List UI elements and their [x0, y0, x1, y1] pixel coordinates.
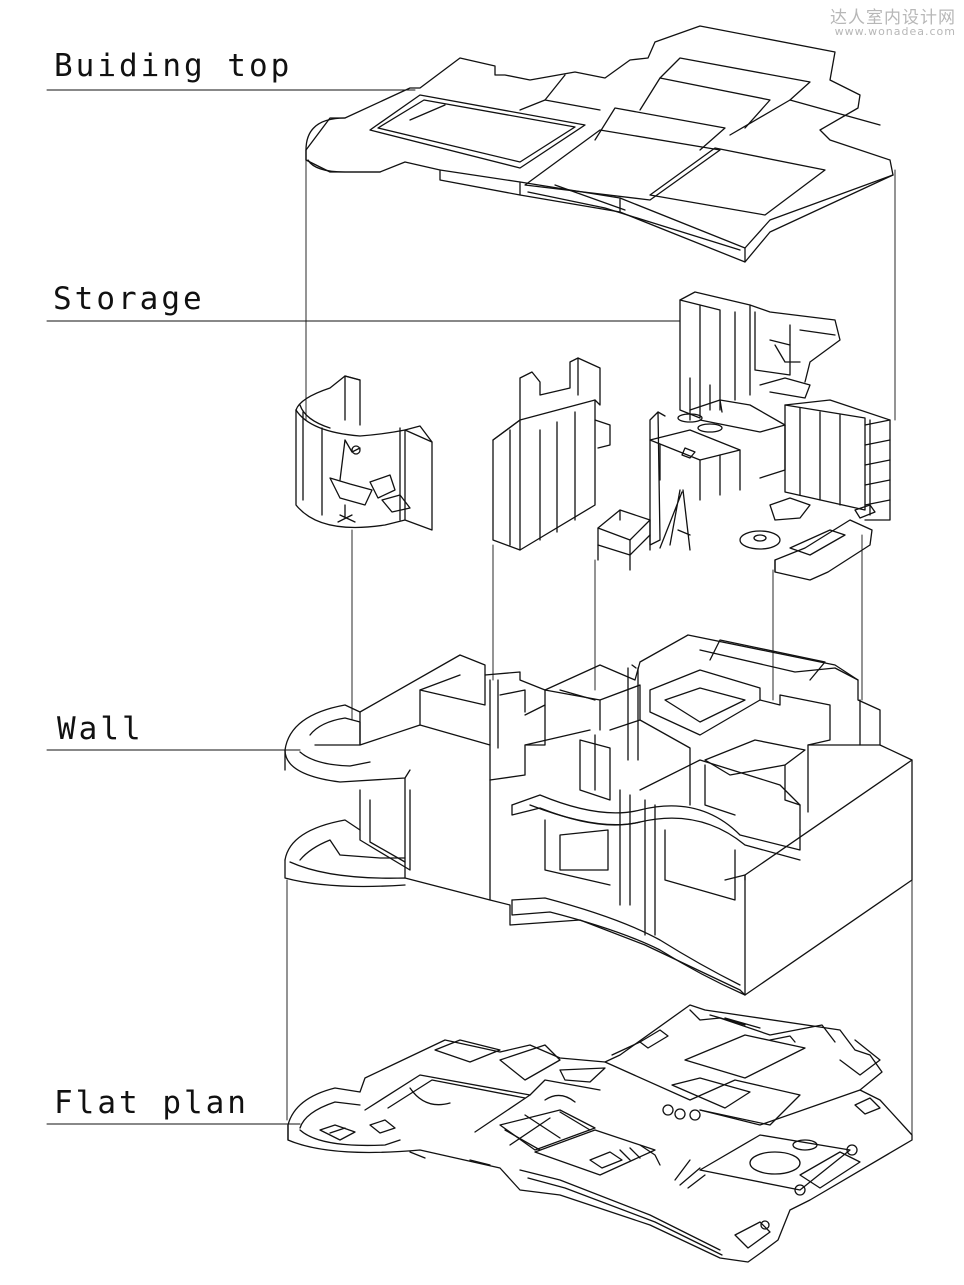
building-top-layer [306, 26, 893, 262]
curved-glass-room [296, 376, 432, 530]
kitchen-cabinets [678, 292, 840, 478]
wardrobe-block [493, 358, 610, 550]
label-storage: Storage [53, 281, 205, 317]
wall-layer [285, 635, 912, 995]
label-building-top: Buiding top [54, 48, 293, 84]
side-table-easel [598, 490, 690, 570]
storage-layer [296, 292, 890, 580]
projection-lines [287, 150, 912, 1140]
label-leader-lines [47, 90, 680, 1124]
dining-table [650, 412, 740, 545]
living-room-furniture [740, 400, 890, 580]
label-wall: Wall [57, 711, 144, 747]
label-flat-plan: Flat plan [54, 1085, 249, 1121]
watermark-url: www.wonadea.com [834, 25, 956, 38]
flat-plan-layer [288, 1005, 912, 1262]
watermark-site-name: 达人室内设计网 [830, 8, 956, 28]
